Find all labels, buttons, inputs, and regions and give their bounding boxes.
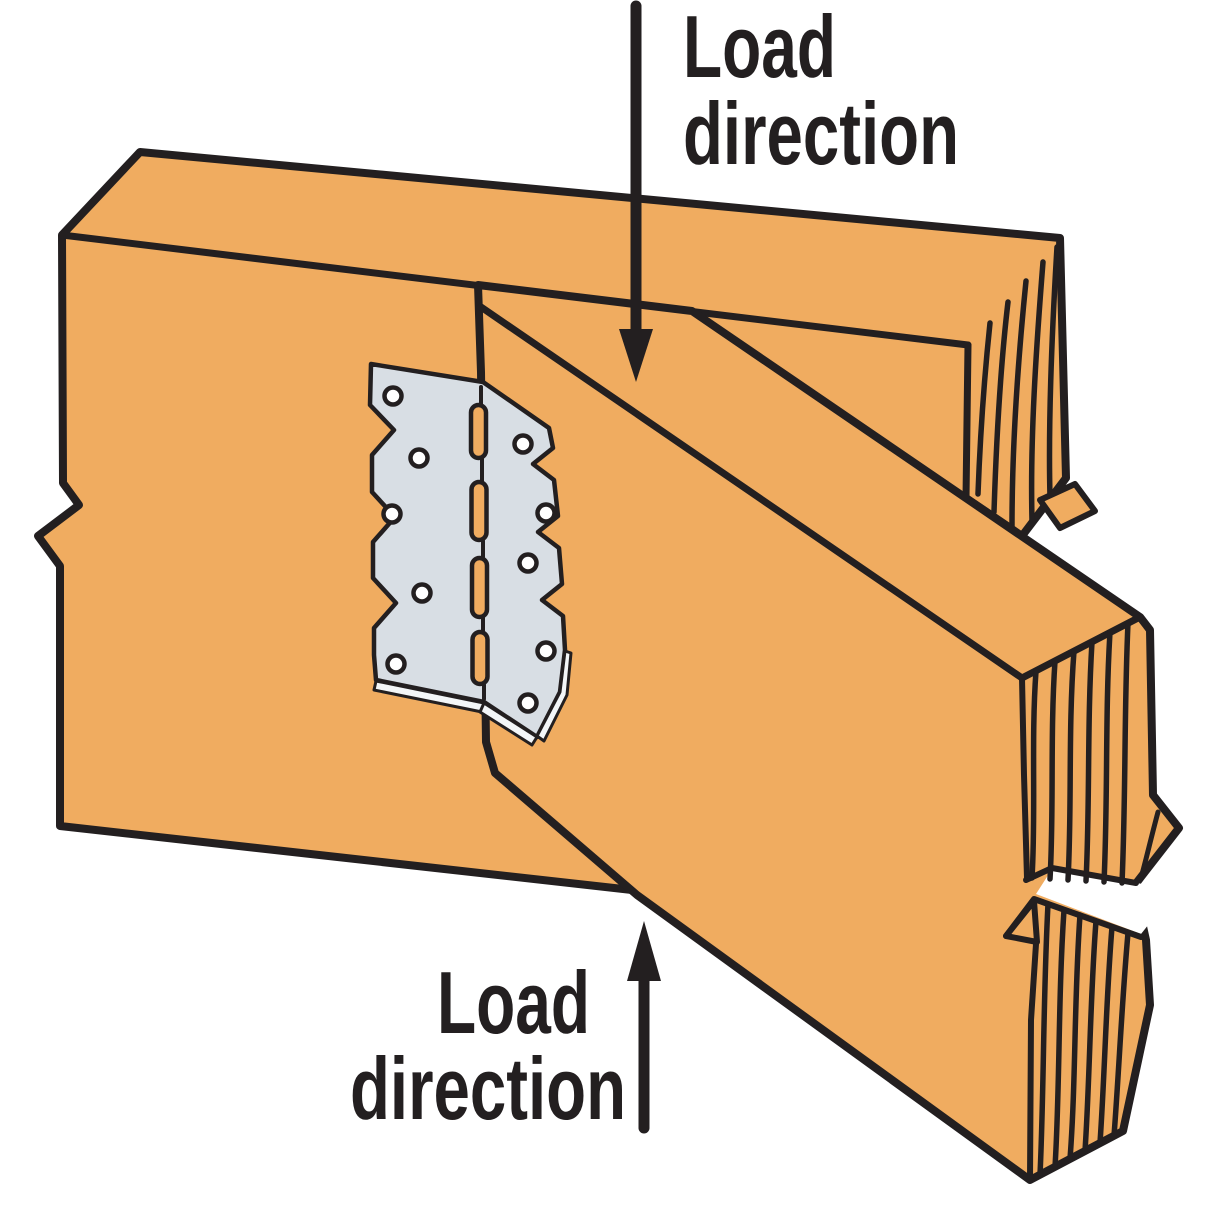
plate-nail-holes — [381, 385, 557, 714]
grain-line — [1067, 912, 1083, 1162]
plate-thickness-edge — [535, 649, 573, 743]
joist-end-band-left-edge — [1019, 675, 1030, 881]
plate-outline — [367, 361, 568, 740]
grain-line — [1029, 668, 1039, 881]
joist-end-grain-upper — [1029, 620, 1161, 886]
grain-line — [1046, 244, 1060, 500]
nail-hole — [382, 385, 404, 407]
grain-line — [1083, 639, 1095, 884]
grain-line — [1065, 648, 1077, 883]
grain-line — [1009, 278, 1029, 529]
joist-beam-body — [474, 281, 1183, 1184]
nail-slot — [469, 479, 489, 543]
joist-end-band-left-edge-lower — [1027, 941, 1039, 1183]
joist-end-grain-lower — [1037, 901, 1131, 1178]
grain-line — [1101, 629, 1113, 885]
grain-line — [1119, 620, 1131, 886]
header-end-break-notch — [1037, 481, 1098, 531]
nail-hole — [535, 502, 557, 524]
load-label-top-line1: Load — [683, 0, 836, 96]
load-label-bottom-line1: Load — [437, 953, 590, 1052]
nail-hole — [517, 552, 539, 574]
load-direction-label-bottom: Load direction — [350, 953, 626, 1138]
grain-line — [1138, 809, 1161, 881]
load-direction-label-top: Load direction — [683, 0, 959, 183]
nail-slot — [470, 629, 490, 687]
joist-beam — [474, 281, 1183, 1184]
joist-top-front-edge — [477, 303, 1026, 682]
load-label-bottom-line2: direction — [350, 1039, 626, 1138]
grain-line — [1037, 901, 1051, 1178]
load-arrow-down — [619, 0, 653, 382]
nail-hole — [381, 503, 403, 525]
grain-line — [991, 299, 1011, 515]
header-end-grain-lines — [975, 244, 1060, 529]
break-lower-edge — [1003, 896, 1144, 940]
load-label-top-line2: direction — [683, 84, 959, 183]
grain-line — [1082, 918, 1099, 1154]
joist-end-band-top-edge — [1018, 613, 1144, 682]
grain-line — [1052, 907, 1067, 1170]
grain-line — [1028, 259, 1046, 523]
header-end-face-left-edge — [962, 341, 972, 502]
arrow-down-icon — [619, 329, 653, 382]
nail-slot — [468, 402, 489, 461]
arrow-up-icon — [627, 921, 661, 981]
load-arrow-up — [627, 921, 661, 1134]
grain-line — [1097, 924, 1115, 1146]
nail-hole — [517, 692, 539, 714]
nail-hole — [408, 447, 430, 469]
nail-hole — [535, 640, 557, 662]
grain-line — [975, 320, 993, 497]
nail-hole — [512, 433, 534, 455]
plate-thickness-edge — [478, 701, 539, 747]
nail-hole — [411, 582, 433, 604]
grain-line — [1047, 658, 1058, 882]
connector-plate — [367, 361, 573, 747]
plate-bend-line — [479, 385, 486, 701]
plate-bend-slots — [468, 402, 490, 687]
grain-line — [1111, 930, 1131, 1139]
nail-slot — [469, 555, 490, 620]
nail-hole — [385, 653, 407, 675]
